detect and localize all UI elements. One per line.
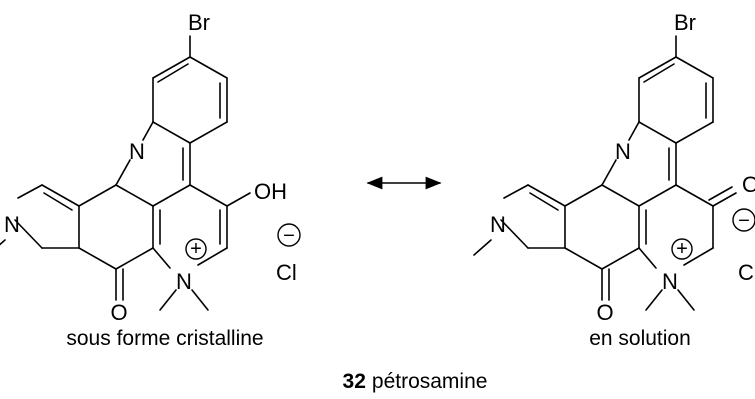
minus-charge: −	[738, 210, 750, 232]
atom-cl: Cl	[276, 260, 297, 285]
atom-o: O	[110, 300, 127, 325]
atom-o: O	[596, 300, 613, 325]
compound-name: pétrosamine	[372, 370, 488, 393]
atom-cl-cut: C	[738, 260, 754, 285]
atom-o-ketone: O	[742, 172, 755, 197]
atom-n-pyridine: N	[4, 212, 20, 237]
atom-n-plus: N	[176, 269, 192, 294]
structure-crystalline: + − Br N OH N N O Cl	[0, 10, 301, 325]
atom-n: N	[615, 139, 631, 164]
compound-label: 32 pétrosamine	[343, 370, 488, 393]
caption-crystalline: sous forme cristalline	[66, 327, 263, 350]
minus-charge: −	[283, 225, 295, 247]
atom-oh: OH	[254, 179, 287, 204]
atom-n: N	[129, 139, 145, 164]
atom-n-plus: N	[662, 269, 678, 294]
plus-charge: +	[190, 238, 202, 260]
caption-solution: en solution	[589, 327, 691, 350]
plus-charge: +	[676, 238, 688, 260]
atom-br: Br	[188, 10, 210, 35]
atom-br: Br	[674, 10, 696, 35]
compound-number: 32	[343, 370, 366, 393]
structure-solution: + − Br N O N N O C	[473, 10, 755, 325]
atom-n-pyridine: N	[490, 212, 506, 237]
